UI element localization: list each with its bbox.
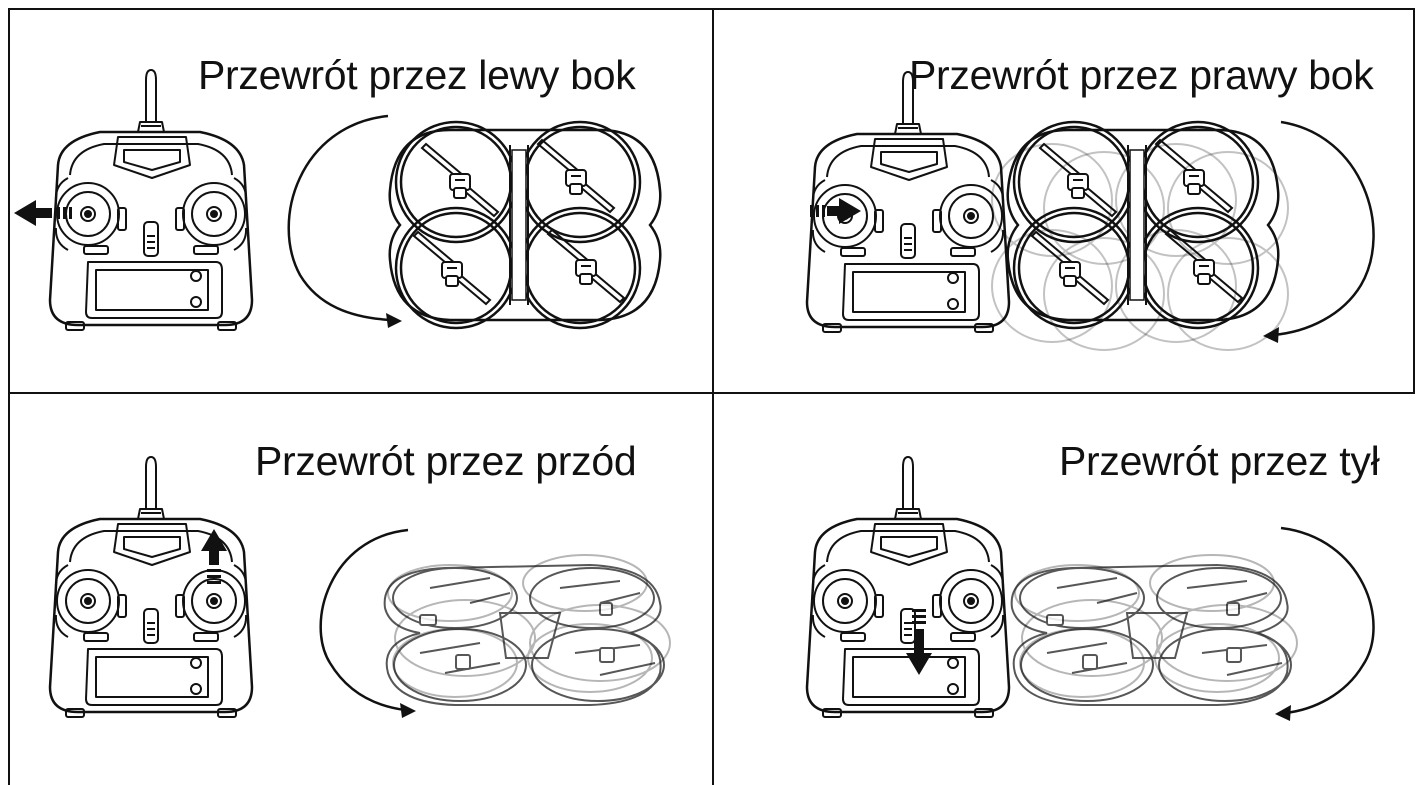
curved-arrow-icon (287, 114, 402, 328)
remote-controller-icon (805, 455, 1011, 719)
panel-title: Przewrót przez przód (255, 438, 637, 484)
panel-backward-flip: Przewrót przez tył (713, 393, 1423, 785)
panel-illustration (805, 455, 1375, 721)
divider-vertical (712, 8, 714, 785)
curved-arrow-icon (319, 528, 416, 718)
panel-title: Przewrót przez tył (1059, 438, 1380, 484)
quadcopter-icon (991, 122, 1289, 351)
panel-forward-flip: Przewrót przez przód (0, 393, 713, 785)
frame-right-border (1413, 8, 1415, 394)
panel-illustration (805, 70, 1375, 351)
stick-direction-arrow-icon (201, 529, 227, 584)
quadcopter-icon (1010, 554, 1298, 706)
curved-arrow-icon (1263, 120, 1375, 343)
remote-controller-icon (805, 70, 1011, 334)
panel-illustration (48, 455, 671, 719)
panel-right-flip: Przewrót przez prawy bok (713, 0, 1423, 393)
panel-title: Przewrót przez lewy bok (198, 52, 636, 98)
divider-horizontal (8, 392, 1415, 394)
panel-title: Przewrót przez prawy bok (909, 52, 1374, 98)
remote-controller-icon (48, 455, 254, 719)
panel-illustration (14, 68, 713, 332)
stick-direction-arrow-icon (906, 609, 932, 675)
stick-direction-arrow-icon (14, 200, 72, 226)
frame-top-border (8, 8, 1415, 10)
curved-arrow-icon (1275, 526, 1375, 721)
quadcopter-icon (383, 554, 671, 706)
panel-left-flip: Przewrót przez lewy bok (0, 0, 713, 393)
frame-left-border (8, 8, 10, 785)
stick-direction-arrow-icon (810, 198, 861, 224)
remote-controller-icon (48, 68, 254, 332)
quadcopter-icon (390, 122, 661, 328)
